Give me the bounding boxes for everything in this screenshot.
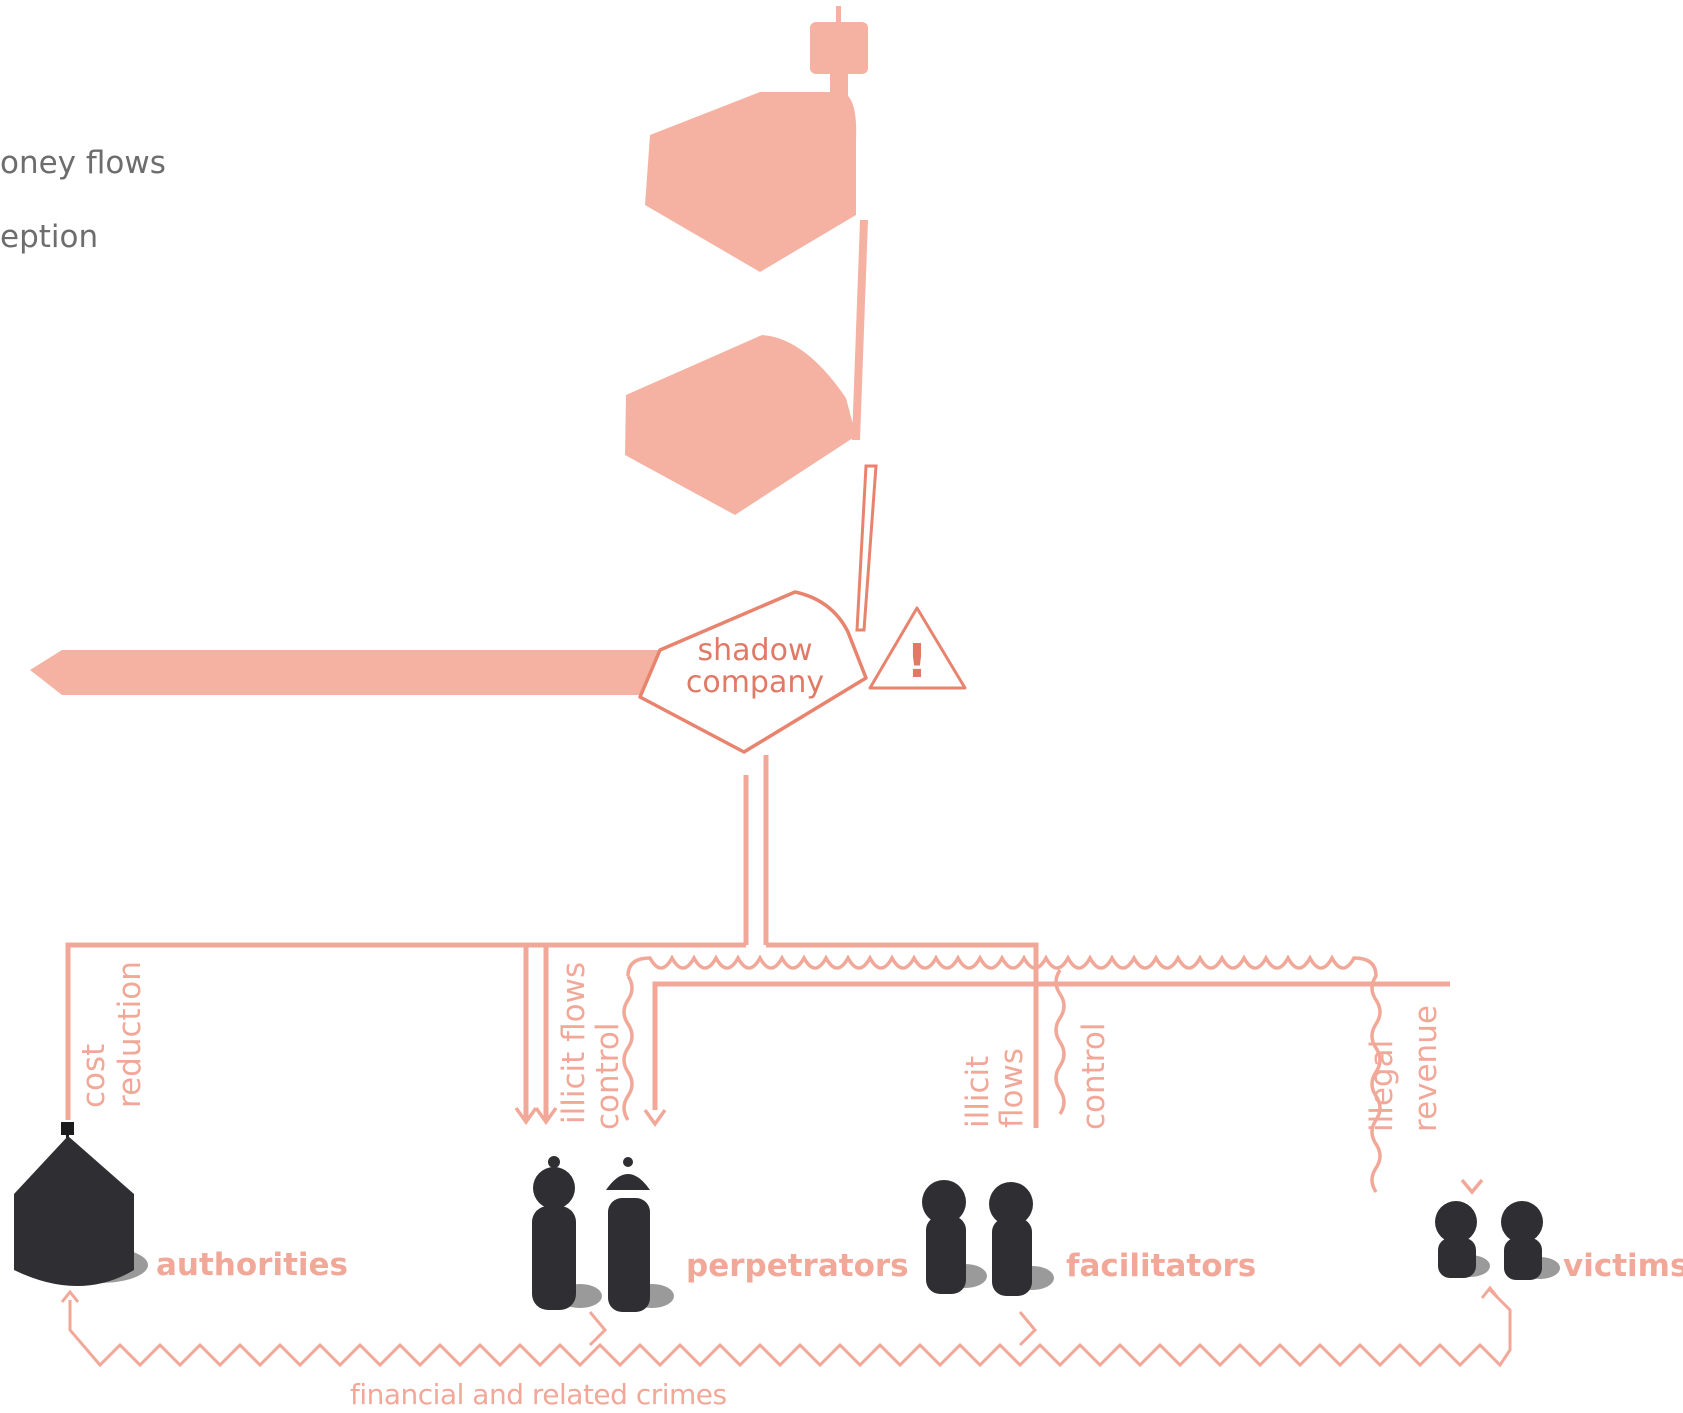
flow-label-cost: cost	[76, 1044, 112, 1108]
flow-label-illicit: illicit	[960, 1056, 996, 1128]
ship-icon	[625, 220, 868, 515]
label-perpetrators: perpetrators	[686, 1248, 909, 1284]
shadow-company-label-line2: company	[686, 665, 824, 700]
flow-connectors	[68, 755, 1450, 1128]
ship-icon	[645, 6, 868, 272]
legend-item-deception: eption	[0, 219, 98, 255]
flow-label-illicit-flows: illicit flows	[556, 962, 592, 1124]
flow-label-revenue: revenue	[1408, 1005, 1444, 1132]
flow-label-control-right: control	[1076, 1023, 1112, 1130]
money-flow-left-arrow	[30, 650, 660, 695]
shadow-company-label-line1: shadow	[698, 633, 813, 668]
legend-item-money-flows: oney flows	[0, 145, 166, 181]
label-authorities: authorities	[156, 1247, 348, 1283]
person-icon	[532, 1156, 674, 1312]
flow-label-illegal: illegal	[1364, 1040, 1400, 1132]
flow-label-control-left: control	[590, 1023, 626, 1130]
label-financial-crimes: financial and related crimes	[350, 1378, 727, 1411]
person-icon	[922, 1180, 1054, 1296]
person-icon	[1435, 1201, 1560, 1280]
warning-icon: !	[870, 608, 965, 688]
flow-label-reduction: reduction	[112, 961, 148, 1108]
ship-to-company-outline	[857, 466, 876, 630]
svg-text:!: !	[907, 634, 928, 688]
building-icon	[14, 1122, 148, 1286]
flow-label-flows: flows	[994, 1048, 1030, 1128]
label-facilitators: facilitators	[1066, 1248, 1256, 1284]
label-victims: victims	[1563, 1248, 1683, 1284]
crimes-zigzag	[62, 1288, 1510, 1365]
